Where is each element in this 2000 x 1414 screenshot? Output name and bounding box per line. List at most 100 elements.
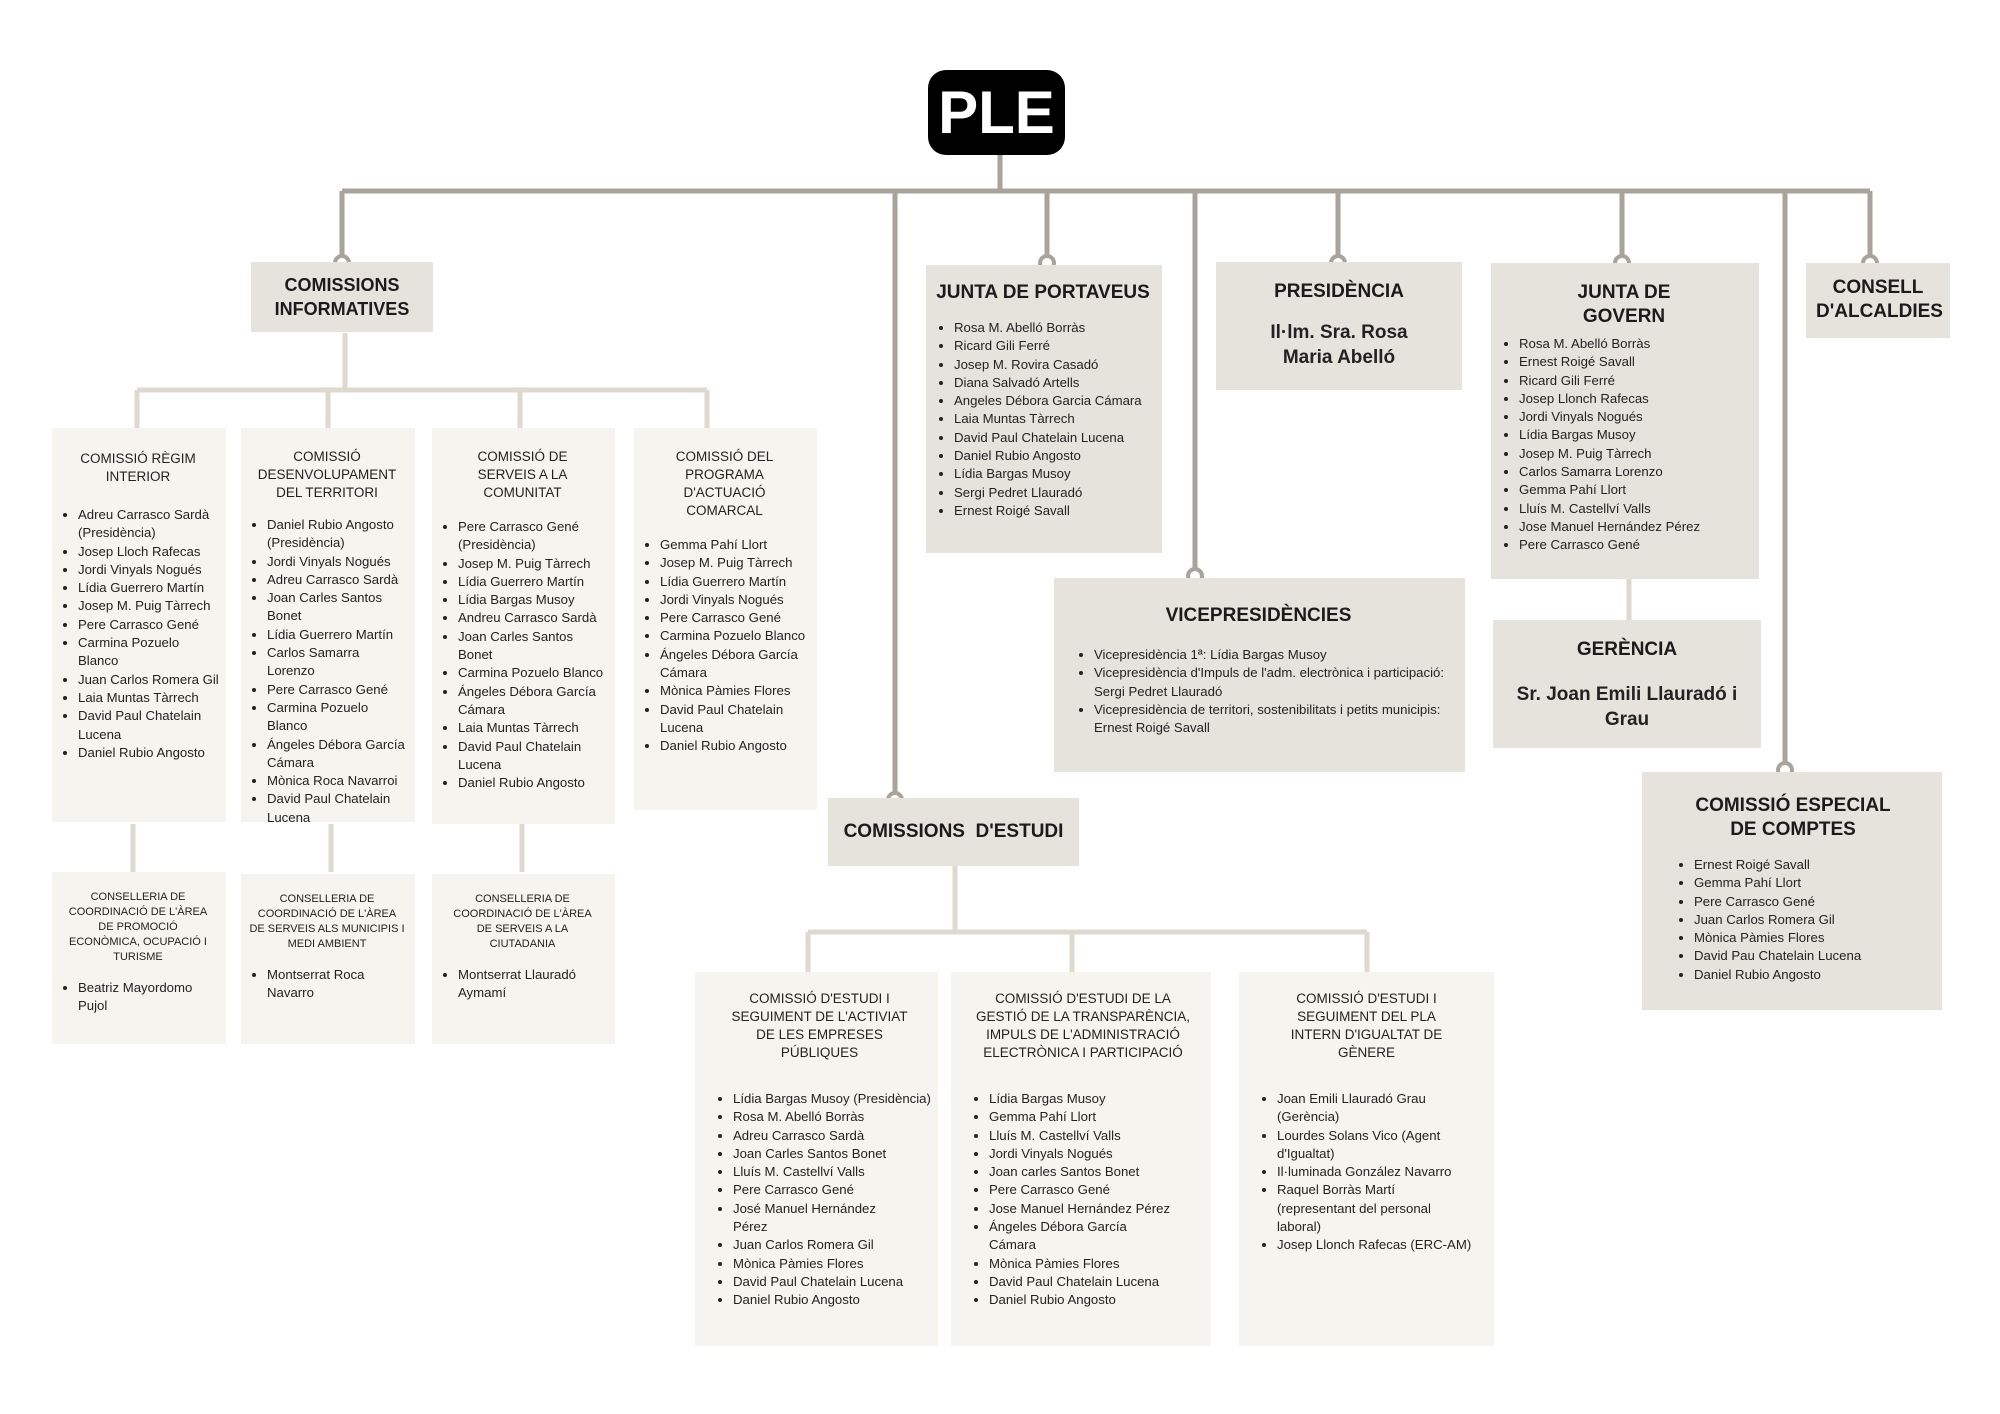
junta-portaveus-title: JUNTA DE PORTAVEUS <box>936 282 1150 303</box>
comissio-title: COMISSIÓ RÈGIM INTERIOR <box>80 451 196 484</box>
member: Lídia Bargas Musoy <box>458 591 609 609</box>
member: Il·luminada González Navarro <box>1277 1163 1488 1181</box>
member: José Manuel Hernández Pérez <box>733 1200 883 1237</box>
member: Adreu Carrasco Sardà <box>267 571 409 589</box>
member-list: Daniel Rubio Angosto (Presidència) Jordi… <box>245 516 409 827</box>
comissio-title: COMISSIÓ DESENVOLUPAMENT DEL TERRITORI <box>257 449 397 500</box>
conselleria-title: CONSELLERIA DE COORDINACIÓ DE L'ÀREA DE … <box>68 891 208 963</box>
member: David Paul Chatelain Lucena <box>267 790 409 827</box>
conselleria-title: CONSELLERIA DE COORDINACIÓ DE L'ÀREA DE … <box>453 893 592 950</box>
member: Lídia Guerrero Martín <box>458 573 609 591</box>
member: Andreu Carrasco Sardà <box>458 609 609 627</box>
member-list: Beatriz Mayordomo Pujol <box>56 979 220 1016</box>
member: Lídia Guerrero Martín <box>660 573 811 591</box>
comissio-desenvolupament-territori: COMISSIÓ DESENVOLUPAMENT DEL TERRITORI D… <box>241 428 415 825</box>
gerencia-box: GERÈNCIA Sr. Joan Emili Llauradó i Grau <box>1493 620 1761 748</box>
member-list: Rosa M. Abelló Borràs Ernest Roigé Saval… <box>1497 335 1751 555</box>
comissions-informatives-title: COMISSIONS INFORMATIVES <box>274 275 410 319</box>
member: Lídia Guerrero Martín <box>267 626 409 644</box>
comissio-estudi-title: COMISSIÓ D'ESTUDI DE LA GESTIÓ DE LA TRA… <box>975 991 1191 1060</box>
member: Rosa M. Abelló Borràs <box>954 319 1154 337</box>
member: Ángeles Débora García Cámara <box>458 683 609 720</box>
member-list: Pere Carrasco Gené (Presidència) Josep M… <box>436 518 609 792</box>
member: Lídia Guerrero Martín <box>78 579 220 597</box>
comissio-title: COMISSIÓ DE SERVEIS A LA COMUNITAT <box>477 449 568 500</box>
member: Lídia Bargas Musoy <box>954 465 1154 483</box>
vicepresidencia-item: Vicepresidència 1ª: Lídia Bargas Musoy <box>1094 646 1445 664</box>
member: Montserrat Roca Navarro <box>267 966 409 1003</box>
member: Gemma Pahí Llort <box>660 536 811 554</box>
member: Adreu Carrasco Sardà <box>733 1127 932 1145</box>
member: Pere Carrasco Gené <box>267 681 409 699</box>
member: Josep Lloch Rafecas <box>78 543 220 561</box>
gerencia-title: GERÈNCIA <box>1576 639 1678 660</box>
member: Rosa M. Abelló Borràs <box>1519 335 1751 353</box>
member: Angeles Débora Garcia Cámara <box>954 392 1154 410</box>
member-list: Lídia Bargas Musoy Gemma Pahí Llort Lluí… <box>967 1090 1205 1310</box>
member: Jordi Vinyals Nogués <box>78 561 220 579</box>
member: Mònica Pàmies Flores <box>660 682 811 700</box>
vicepresidencies-title: VICEPRESIDÈNCIES <box>1165 605 1352 626</box>
consell-alcaldies-box: CONSELL D'ALCALDIES <box>1806 263 1950 338</box>
member: Ernest Roigé Savall <box>1694 856 1934 874</box>
member: Lluís M. Castellví Valls <box>989 1127 1205 1145</box>
member: Jordi Vinyals Nogués <box>989 1145 1205 1163</box>
junta-govern-title: JUNTA DE GOVERN <box>1577 282 1671 327</box>
member-list: Ernest Roigé Savall Gemma Pahí Llort Per… <box>1672 856 1934 984</box>
gerencia-person: Sr. Joan Emili Llauradó i Grau <box>1516 684 1738 730</box>
member: Adreu Carrasco Sardà (Presidència) <box>78 506 220 543</box>
member: Josep Llonch Rafecas (ERC-AM) <box>1277 1236 1488 1254</box>
member: Mònica Pàmies Flores <box>733 1255 932 1273</box>
member: Joan Emili Llauradó Grau (Gerència) <box>1277 1090 1488 1127</box>
comissions-estudi-title: COMISSIONS D'ESTUDI <box>843 821 1064 842</box>
vicepresidencia-item: Vicepresidència de territori, sostenibil… <box>1094 701 1445 738</box>
member: Lluís M. Castellví Valls <box>733 1163 932 1181</box>
member: Mònica Roca Navarroi <box>267 772 409 790</box>
member: Lluís M. Castellví Valls <box>1519 500 1751 518</box>
member: Pere Carrasco Gené <box>1519 536 1751 554</box>
member: Beatriz Mayordomo Pujol <box>78 979 220 1016</box>
member: Carmina Pozuelo Blanco <box>267 699 409 736</box>
member: Mònica Pàmies Flores <box>1694 929 1934 947</box>
member-list: Joan Emili Llauradó Grau (Gerència) Lour… <box>1255 1090 1488 1255</box>
member: Daniel Rubio Angosto <box>78 744 220 762</box>
member: Joan Carles Santos Bonet <box>267 589 409 626</box>
comissio-comptes-title: COMISSIÓ ESPECIAL DE COMPTES <box>1695 795 1891 840</box>
consell-alcaldies-title: CONSELL D'ALCALDIES <box>1816 277 1943 322</box>
member: Daniel Rubio Angosto <box>458 774 609 792</box>
member: Daniel Rubio Angosto <box>989 1291 1205 1309</box>
conselleria-serveis-ciutadania: CONSELLERIA DE COORDINACIÓ DE L'ÀREA DE … <box>432 874 615 1044</box>
member: Gemma Pahí Llort <box>989 1108 1205 1126</box>
member: Daniel Rubio Angosto <box>1694 966 1934 984</box>
comissio-estudi-empreses-publiques: COMISSIÓ D'ESTUDI I SEGUIMENT DE L'ACTIV… <box>695 972 938 1346</box>
member: Josep M. Puig Tàrrech <box>1519 445 1751 463</box>
member-list: Gemma Pahí Llort Josep M. Puig Tàrrech L… <box>638 536 811 756</box>
member: Lídia Bargas Musoy <box>989 1090 1205 1108</box>
member: Carmina Pozuelo Blanco <box>660 627 811 645</box>
member: Ricard Gili Ferré <box>954 337 1154 355</box>
member: Ángeles Débora García Cámara <box>660 646 811 683</box>
member: Daniel Rubio Angosto <box>733 1291 932 1309</box>
member: Lídia Bargas Musoy <box>1519 426 1751 444</box>
member: Jordi Vinyals Nogués <box>660 591 811 609</box>
member: Laia Muntas Tàrrech <box>78 689 220 707</box>
member: Josep M. Puig Tàrrech <box>458 555 609 573</box>
member: Josep Llonch Rafecas <box>1519 390 1751 408</box>
conselleria-serveis-municipis: CONSELLERIA DE COORDINACIÓ DE L'ÀREA DE … <box>241 874 415 1044</box>
comissio-especial-comptes-box: COMISSIÓ ESPECIAL DE COMPTES Ernest Roig… <box>1642 772 1942 1010</box>
member: Pere Carrasco Gené (Presidència) <box>458 518 609 555</box>
member-list: Lídia Bargas Musoy (Presidència) Rosa M.… <box>711 1090 932 1310</box>
comissio-estudi-igualtat-genere: COMISSIÓ D'ESTUDI I SEGUIMENT DEL PLA IN… <box>1239 972 1494 1346</box>
member: Jose Manuel Hernández Pérez <box>1519 518 1751 536</box>
comissio-regim-interior: COMISSIÓ RÈGIM INTERIOR Adreu Carrasco S… <box>52 428 226 822</box>
member: Diana Salvadó Artells <box>954 374 1154 392</box>
member: David Paul Chatelain Lucena <box>660 701 811 738</box>
member: Montserrat Llauradó Aymamí <box>458 966 609 1003</box>
member: David Paul Chatelain Lucena <box>989 1273 1205 1291</box>
member: Pere Carrasco Gené <box>660 609 811 627</box>
comissio-serveis-comunitat: COMISSIÓ DE SERVEIS A LA COMUNITAT Pere … <box>432 428 615 824</box>
junta-govern-box: JUNTA DE GOVERN Rosa M. Abelló Borràs Er… <box>1491 263 1759 579</box>
member: Juan Carlos Romera Gil <box>78 671 220 689</box>
member: Carlos Samarra Lorenzo <box>1519 463 1751 481</box>
member: Joan Carles Santos Bonet <box>458 628 609 665</box>
